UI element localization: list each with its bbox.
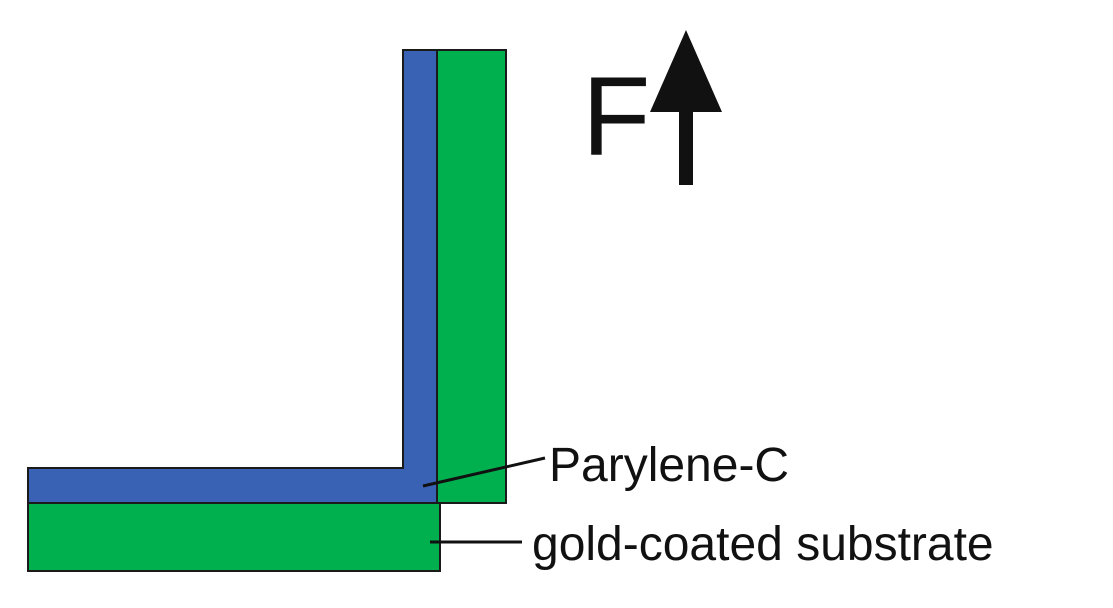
parylene-film — [27, 49, 438, 504]
substrate-vertical — [436, 49, 507, 504]
parylene-leader-line — [422, 456, 546, 488]
parylene-label: Parylene-C — [549, 439, 789, 492]
substrate-label: gold-coated substrate — [532, 518, 994, 571]
up-arrow-icon — [650, 30, 722, 185]
substrate-horizontal — [27, 502, 441, 572]
force-label: F — [582, 54, 650, 179]
